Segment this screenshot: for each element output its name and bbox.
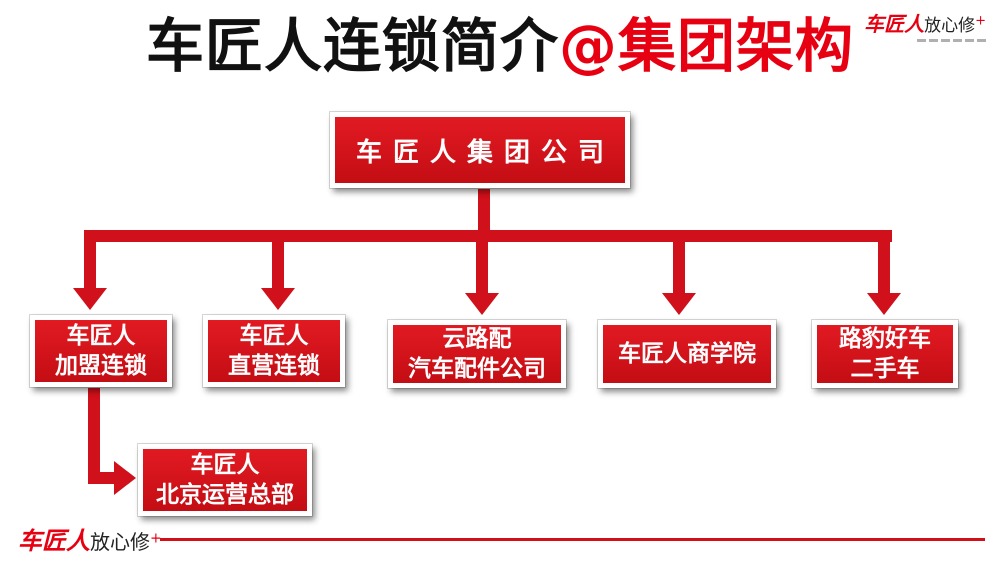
page-title: 车匠人连锁简介@集团架构 (0, 6, 1000, 86)
org-node-line2: 北京运营总部 (156, 482, 294, 508)
brand-plus: + (975, 13, 986, 29)
org-node-line2: 汽车配件公司 (408, 356, 546, 382)
connector-sub-down (88, 387, 100, 484)
footer-divider (160, 538, 985, 541)
page-title-main: 车匠人连锁简介 (145, 12, 559, 80)
connector-sub-arrow (114, 461, 136, 495)
connector-arrow-2 (261, 288, 295, 310)
connector-root-down (478, 188, 490, 230)
brand-plus: + (150, 530, 162, 547)
connector-arrow-5 (867, 293, 901, 315)
org-node-root: 车匠人集团公司 (330, 112, 630, 188)
org-node-direct: 车匠人 直营连锁 (203, 315, 345, 387)
org-node-line1: 车匠人 (66, 323, 136, 349)
brand-suffix: 放心修 (924, 16, 976, 36)
brand-logo-bottom: 车匠人放心修+ (18, 521, 162, 557)
connector-arrow-1 (73, 288, 107, 310)
brand-logo-top: 车匠人放心修+ (856, 8, 986, 48)
connector-drop-5 (878, 236, 890, 296)
org-node-academy: 车匠人商学院 (598, 320, 776, 388)
brand-name: 车匠人 (864, 12, 925, 36)
connector-arrow-3 (465, 293, 499, 315)
connector-drop-4 (673, 236, 685, 296)
org-node-used-cars: 路豹好车 二手车 (812, 320, 958, 388)
org-node-line1: 路豹好车 (839, 326, 931, 352)
org-node-line1: 云路配 (442, 326, 512, 352)
connector-arrow-4 (662, 293, 696, 315)
org-node-root-label: 车匠人集团公司 (355, 137, 615, 168)
brand-tagline-graphic (856, 39, 986, 45)
brand-suffix: 放心修 (90, 530, 150, 554)
org-node-parts: 云路配 汽车配件公司 (388, 320, 566, 388)
org-node-line2: 加盟连锁 (55, 353, 147, 379)
org-node-franchise: 车匠人 加盟连锁 (30, 315, 172, 387)
org-node-beijing-hq: 车匠人 北京运营总部 (138, 444, 312, 516)
org-node-line1: 车匠人 (190, 452, 260, 478)
connector-drop-1 (84, 236, 96, 291)
brand-name: 车匠人 (18, 527, 90, 555)
page-title-highlight: @集团架构 (559, 12, 855, 80)
org-node-line2: 二手车 (850, 356, 920, 382)
connector-drop-2 (272, 236, 284, 291)
org-node-line2: 直营连锁 (228, 353, 320, 379)
org-node-line1: 车匠人商学院 (618, 341, 756, 367)
org-node-line1: 车匠人 (239, 323, 309, 349)
connector-sub-right (88, 472, 116, 484)
connector-drop-3 (476, 236, 488, 296)
